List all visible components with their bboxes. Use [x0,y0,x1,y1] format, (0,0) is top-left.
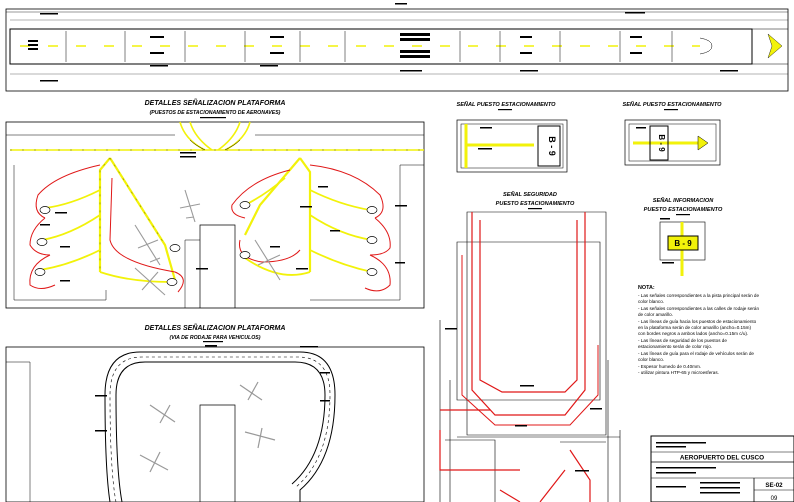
stand-sign-1-underline [498,109,512,111]
notes: NOTA: - Las señales correspondientes a l… [638,285,759,375]
sheet-number: 09 [771,496,778,502]
parking-stands-plan [5,121,425,309]
note-line: - Las señales correspondientes a las cal… [638,306,759,311]
info-sign-title-1: SEÑAL INFORMACION [653,197,714,204]
info-sign: B - 9 [659,218,706,276]
note-line: - Espesor humedo de 0.40mm. [638,364,701,369]
parking-plan-subtitle: (PUESTOS DE ESTACIONAMIENTO DE AERONAVES… [150,110,281,116]
safety-sign-title-2: PUESTO ESTACIONAMIENTO [496,201,575,207]
stand-sign-1-title: SEÑAL PUESTO ESTACIONAMIENTO [456,101,556,108]
note-line: - Las líneas de guía hacia los puestos d… [638,319,757,324]
note-line: - Las señales correspondientes a la pist… [638,293,759,298]
note-line: de color amarillo. [638,312,673,317]
stand-sign-2-label: B - 9 [657,134,666,152]
title-block: AEROPUERTO DEL CUSCO SE-02 09 [650,435,794,502]
project-name: AEROPUERTO DEL CUSCO [680,455,764,462]
notes-title: NOTA: [638,285,655,291]
stand-sign-2: B - 9 [624,119,721,166]
vehicle-plan-title: DETALLES SEÑALIZACION PLATAFORMA [145,323,286,332]
note-line: - Las líneas de guía para el rodaje de v… [638,351,754,356]
stand-sign-2-underline [664,109,678,111]
parking-plan-underline [200,117,226,119]
info-sign-underline [676,214,690,216]
safety-sign-underline [528,208,542,210]
note-line: - utilizar pintura HTP-65 y microesferas… [638,370,719,375]
stand-sign-2-title: SEÑAL PUESTO ESTACIONAMIENTO [622,101,722,108]
safety-sign [439,211,621,502]
note-line: en la plataforma serán de color amarillo… [638,325,751,330]
vehicle-route-plan [5,345,425,502]
vehicle-plan-underline [203,341,223,343]
info-sign-label: B - 9 [674,239,692,248]
stand-sign-1-label: B - 9 [547,136,557,156]
runway-plan [5,3,789,92]
vehicle-plan-subtitle: (VIA DE RODAJE PARA VEHICULOS) [170,335,261,341]
parking-plan-title: DETALLES SEÑALIZACION PLATAFORMA [145,98,286,107]
sheet-code: SE-02 [765,482,783,489]
info-sign-title-2: PUESTO ESTACIONAMIENTO [644,207,723,213]
note-line: estacionamiento serán de color rojo. [638,344,712,349]
safety-sign-title-1: SEÑAL SEGURIDAD [503,191,557,198]
note-line: con bordes negros a ambos lados (ancho=0… [638,331,748,336]
stand-sign-1: B - 9 [456,119,568,173]
note-line: color blanco. [638,357,664,362]
note-line: color blanco. [638,299,664,304]
note-line: - Las líneas de seguridad de los puestos… [638,338,727,343]
